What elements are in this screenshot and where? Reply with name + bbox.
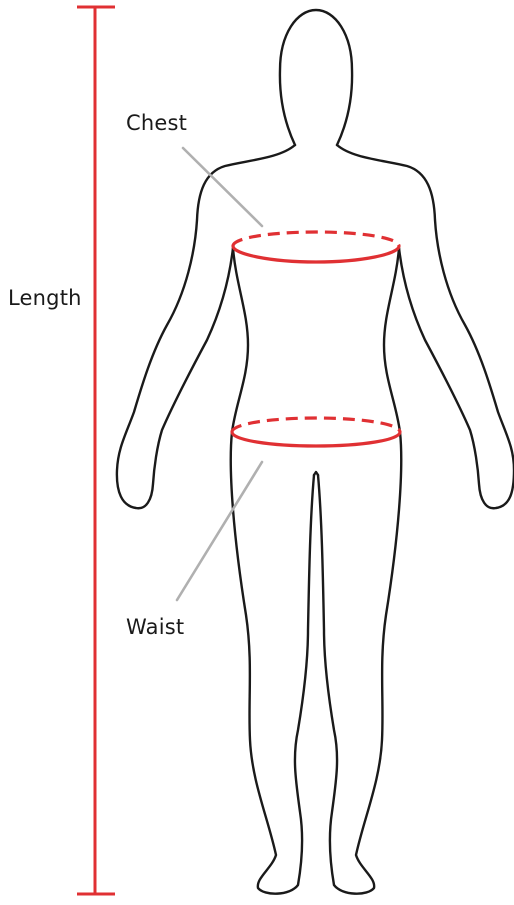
waist-label: Waist xyxy=(126,617,184,638)
waist-leader-line xyxy=(177,462,262,600)
torso-left-side xyxy=(232,248,248,432)
left-arm-outline xyxy=(117,145,295,508)
right-leg-outline xyxy=(318,432,401,894)
torso-right-side xyxy=(384,248,400,432)
chest-ring-back xyxy=(233,232,399,246)
length-label: Length xyxy=(8,288,82,309)
length-measure-bar xyxy=(77,7,115,894)
chest-label: Chest xyxy=(126,113,187,134)
waist-ring-back xyxy=(232,418,400,432)
body-outline xyxy=(117,10,514,894)
left-leg-outline xyxy=(231,432,314,894)
waist-measure-ring xyxy=(232,418,400,446)
right-arm-outline xyxy=(337,145,514,508)
crotch-outline xyxy=(314,472,318,475)
waist-ring-front xyxy=(232,432,400,446)
head-outline xyxy=(280,10,352,145)
chest-ring-front xyxy=(233,246,399,262)
chest-measure-ring xyxy=(233,232,399,262)
